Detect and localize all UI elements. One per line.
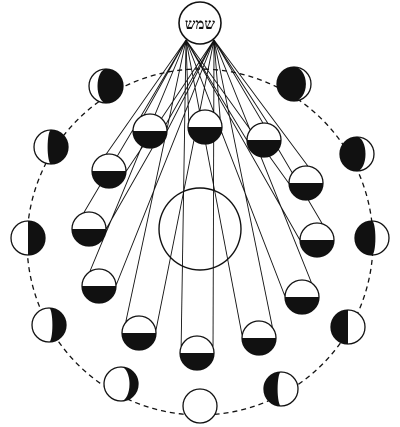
inner-moon [122,316,156,350]
inner-moon [242,321,276,355]
inner-moon-shadow [289,183,323,200]
outer-phase-waxing-crescent-2 [32,308,66,342]
inner-moon [300,223,334,257]
outer-phase-waxing-crescent-1 [104,367,138,401]
inner-moon-shadow [180,353,214,370]
inner-moon [72,212,106,246]
outer-phase-waning-gibbous-1 [340,137,374,171]
inner-moon [82,269,116,303]
outer-phase-full-left [277,67,311,101]
inner-moon-shadow [122,333,156,350]
inner-moon-shadow [285,297,319,314]
sun: שמש [179,2,221,44]
inner-moon-shadow [82,286,116,303]
outer-phase-last-quarter [331,310,365,344]
outer-phase-waxing-gibbous-1 [34,130,68,164]
outer-moon-shadow [355,221,375,255]
inner-moon [92,154,126,188]
inner-moon [285,280,319,314]
inner-moon-shadow [300,240,334,257]
outer-moon-shadow [340,137,366,171]
outer-phase-waning-crescent-1 [264,372,298,406]
outer-phase-waxing-gibbous-2 [89,69,123,103]
sun-ray [181,40,186,355]
sun-ray [123,40,186,335]
sun-ray [186,40,243,340]
outer-moon-shadow [28,221,45,255]
inner-moon-shadow [72,229,106,246]
inner-moon-shadow [188,127,222,144]
inner-moon-shadow [133,131,167,148]
outer-moon-shadow [331,310,348,344]
earth-circle [159,188,241,270]
outer-phase-new [183,389,217,423]
outer-moon-outline [183,389,217,423]
sun-label: שמש [185,15,216,33]
sun-ray [214,40,275,340]
inner-moon [133,114,167,148]
inner-moon [247,123,281,157]
inner-moon-shadow [242,338,276,355]
inner-moon-shadow [92,171,126,188]
inner-moon-shadow [247,140,281,157]
inner-moon [180,336,214,370]
outer-moon-shadow [98,69,124,103]
inner-moon [188,110,222,144]
outer-moon-shadow [48,130,68,164]
sun-ray [186,40,286,299]
outer-phase-first-quarter [11,221,45,255]
inner-moon [289,166,323,200]
outer-phase-waning-gibbous-2 [355,221,389,255]
